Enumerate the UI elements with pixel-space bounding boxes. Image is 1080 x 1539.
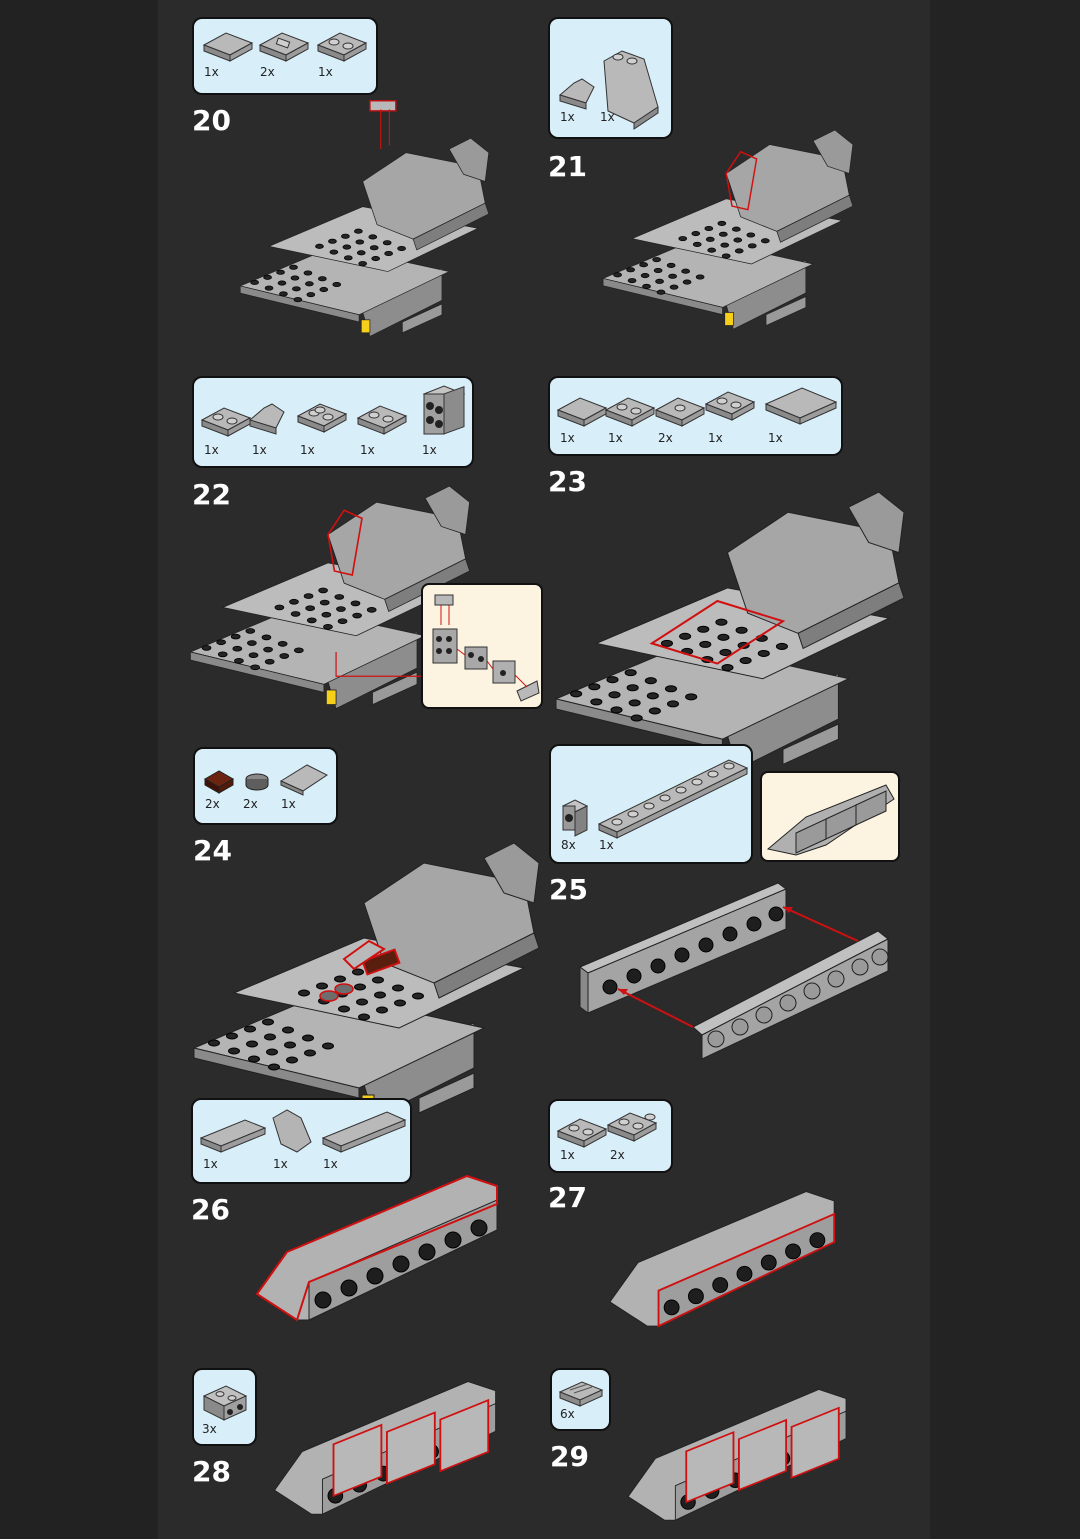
step-number: 25 bbox=[549, 873, 588, 906]
qty-label: 1x bbox=[273, 1157, 288, 1171]
step-22-assembly bbox=[189, 485, 471, 710]
sub-assembly-exploded-view bbox=[432, 594, 540, 702]
tile-1x4-icon bbox=[199, 1119, 267, 1153]
step-number: 20 bbox=[192, 104, 231, 137]
round-tile-icon bbox=[245, 773, 269, 791]
qty-label: 1x bbox=[204, 65, 219, 79]
brown-tile-icon bbox=[203, 770, 235, 794]
large-slope-icon bbox=[603, 50, 659, 130]
jumper-plate-icon bbox=[259, 32, 309, 62]
qty-label: 1x bbox=[360, 443, 375, 457]
step-24-parts-box: 2x 2x 1x bbox=[193, 747, 338, 825]
jumper-plate-icon bbox=[558, 1119, 608, 1149]
tile-1x6-icon bbox=[321, 1111, 407, 1153]
step-21-assembly bbox=[602, 129, 854, 330]
plate-1x2-icon bbox=[606, 398, 656, 428]
step-number: 29 bbox=[550, 1440, 589, 1473]
qty-label: 1x bbox=[608, 431, 623, 445]
bracket-brick-icon bbox=[561, 799, 589, 837]
step-23-parts-box: 1x 1x 2x 1x 1x bbox=[548, 376, 843, 456]
jumper-plate-icon bbox=[655, 397, 705, 427]
step-27-assembly bbox=[609, 1191, 836, 1328]
plate-corner-icon bbox=[358, 406, 408, 440]
qty-label: 1x bbox=[300, 443, 315, 457]
plate-1x2-rail-icon bbox=[608, 1113, 668, 1147]
step-24-assembly bbox=[193, 842, 540, 1119]
qty-label: 1x bbox=[600, 110, 615, 124]
step-20-parts-box: 1x 2x 1x bbox=[192, 17, 378, 95]
step-26-assembly bbox=[255, 1174, 498, 1322]
qty-label: 2x bbox=[243, 797, 258, 811]
small-slope-icon bbox=[559, 78, 595, 110]
step-22-sub-assembly-box bbox=[421, 583, 543, 709]
engine-preview bbox=[766, 784, 895, 856]
brick-2x2-studs-icon bbox=[422, 385, 466, 435]
flat-tile-icon bbox=[203, 32, 253, 62]
step-number: 28 bbox=[192, 1455, 231, 1488]
plate-2x2-icon bbox=[298, 404, 348, 438]
qty-label: 1x bbox=[599, 838, 614, 852]
qty-label: 2x bbox=[610, 1148, 625, 1162]
qty-label: 1x bbox=[560, 1148, 575, 1162]
qty-label: 2x bbox=[658, 431, 673, 445]
qty-label: 1x bbox=[203, 1157, 218, 1171]
qty-label: 2x bbox=[205, 797, 220, 811]
qty-label: 1x bbox=[323, 1157, 338, 1171]
step-number: 22 bbox=[192, 478, 231, 511]
tile-1x2-icon bbox=[557, 397, 607, 427]
step-28-parts-box: 3x bbox=[192, 1368, 257, 1446]
slope-icon bbox=[279, 764, 328, 796]
step-number: 23 bbox=[548, 465, 587, 498]
step-22-parts-box: 1x 1x 1x 1x 1x bbox=[192, 376, 474, 468]
step-27-parts-box: 1x 2x bbox=[548, 1099, 673, 1173]
step-25-parts-box: 8x 1x bbox=[549, 744, 753, 864]
bracket-plate-icon bbox=[202, 1385, 248, 1421]
qty-label: 1x bbox=[422, 443, 437, 457]
step-29-parts-box: 6x bbox=[550, 1368, 611, 1431]
grille-tile-icon bbox=[558, 1381, 604, 1407]
step-number: 21 bbox=[548, 150, 587, 183]
plate-1x8-icon bbox=[597, 759, 749, 839]
step-number: 26 bbox=[191, 1193, 230, 1226]
qty-label: 1x bbox=[204, 443, 219, 457]
qty-label: 6x bbox=[560, 1407, 575, 1421]
right-margin bbox=[930, 0, 1080, 1539]
qty-label: 1x bbox=[318, 65, 333, 79]
step-25-assembly bbox=[579, 882, 889, 1060]
qty-label: 1x bbox=[560, 431, 575, 445]
step-number: 24 bbox=[193, 834, 232, 867]
qty-label: 3x bbox=[202, 1422, 217, 1436]
plate-1x2-icon bbox=[202, 408, 252, 438]
qty-label: 1x bbox=[708, 431, 723, 445]
plate-2x2-icon bbox=[706, 392, 762, 428]
qty-label: 1x bbox=[281, 797, 296, 811]
left-margin bbox=[0, 0, 158, 1539]
curved-slope-icon bbox=[272, 1109, 312, 1153]
qty-label: 8x bbox=[561, 838, 576, 852]
qty-label: 1x bbox=[768, 431, 783, 445]
tile-2x4-icon bbox=[764, 387, 838, 425]
step-23-assembly bbox=[555, 491, 905, 770]
qty-label: 2x bbox=[260, 65, 275, 79]
step-29-assembly bbox=[627, 1388, 847, 1521]
step-28-assembly bbox=[274, 1381, 497, 1515]
plate-1x2-icon bbox=[318, 33, 368, 63]
step-20-assembly bbox=[239, 100, 490, 337]
step-26-parts-box: 1x 1x 1x bbox=[191, 1098, 412, 1184]
qty-label: 1x bbox=[560, 110, 575, 124]
step-21-parts-box: 1x 1x bbox=[548, 17, 673, 139]
step-number: 27 bbox=[548, 1181, 587, 1214]
step-25-preview-box bbox=[760, 771, 900, 862]
qty-label: 1x bbox=[252, 443, 267, 457]
slope-icon bbox=[249, 403, 285, 435]
